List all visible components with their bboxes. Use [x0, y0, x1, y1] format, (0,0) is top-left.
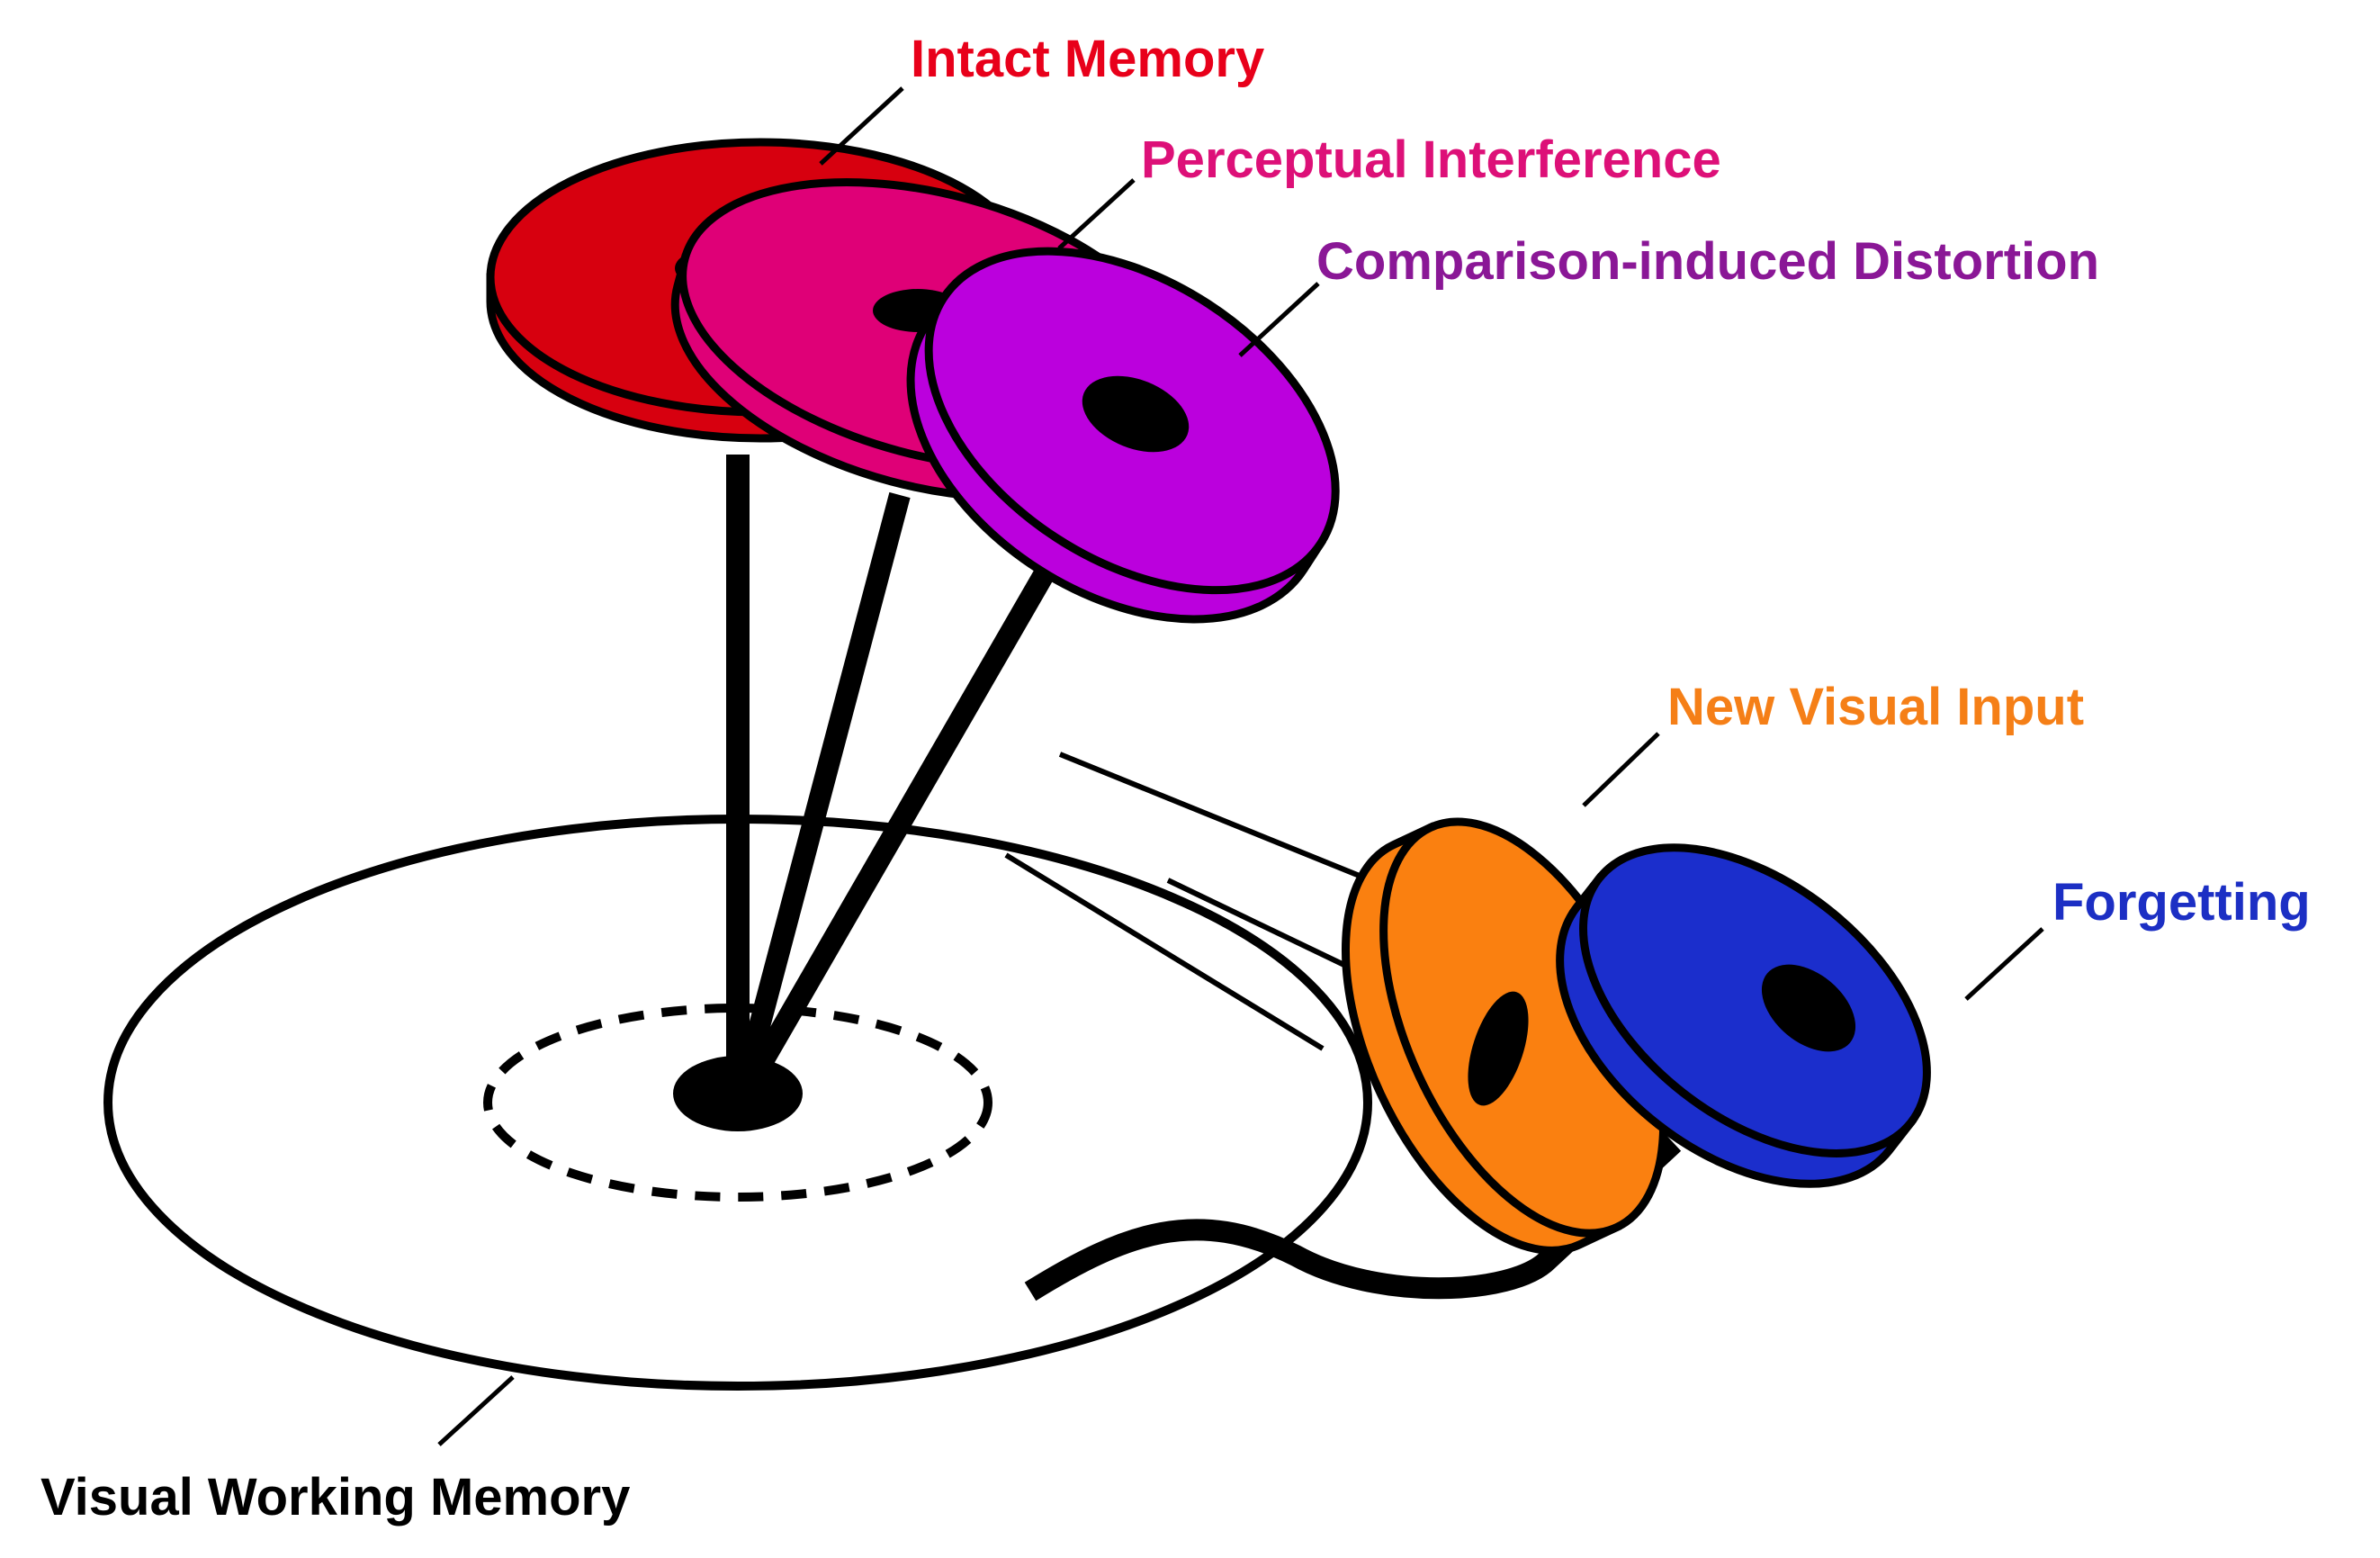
comparison-distortion-disk [906, 247, 1340, 624]
rod-perceptual [732, 491, 911, 1094]
forgetting-disk [1556, 843, 1931, 1188]
label-comparison-distortion: Comparison-induced Distortion [1316, 232, 2099, 291]
leader-intact [819, 86, 904, 166]
forgetting-disk-hole [1761, 964, 1856, 1052]
motion-lines [1004, 752, 1410, 1051]
support-rods [726, 455, 1058, 1095]
rod-comparison [737, 561, 1058, 1095]
comparison-disk-hole [1082, 375, 1190, 453]
label-perceptual-interference: Perceptual Interference [1141, 131, 1721, 189]
rod-lower [1024, 1135, 1682, 1301]
memory-target-ring [483, 1004, 992, 1202]
label-visual-working-memory: Visual Working Memory [40, 1468, 630, 1526]
label-forgetting: Forgetting [2052, 873, 2311, 932]
label-new-visual-input: New Visual Input [1667, 678, 2084, 736]
leader-lines [437, 86, 2044, 1446]
new-input-disk-hole [1468, 991, 1529, 1106]
label-intact-memory: Intact Memory [911, 30, 1264, 88]
